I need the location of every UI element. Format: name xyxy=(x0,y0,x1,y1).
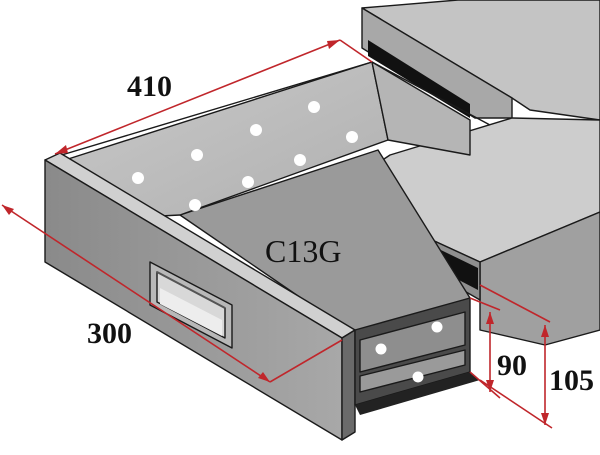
ext-line xyxy=(269,339,343,383)
hole xyxy=(308,101,320,113)
arrow-head xyxy=(258,372,270,382)
arrow-head xyxy=(2,205,14,215)
hole xyxy=(132,172,144,184)
dimension-lines xyxy=(1,39,553,429)
rail-hole xyxy=(431,321,443,333)
arrow-head xyxy=(541,325,549,337)
dim-line-width xyxy=(1,204,271,383)
width-label: 300 xyxy=(87,317,132,350)
housing-opening-upper xyxy=(368,40,470,118)
depth-label: 410 xyxy=(127,70,172,103)
rail-hole xyxy=(412,371,424,383)
hole xyxy=(189,199,201,211)
arrow-head xyxy=(486,312,494,324)
inner-height-label: 90 xyxy=(497,349,527,382)
drawer xyxy=(44,61,491,441)
recessed-pull-handle-icon[interactable] xyxy=(149,261,233,349)
ext-line xyxy=(339,39,373,63)
arrow-head xyxy=(541,413,549,425)
hole xyxy=(250,124,262,136)
perforations xyxy=(132,101,358,211)
ext-line xyxy=(479,379,553,429)
hole xyxy=(346,131,358,143)
housing-lower-front xyxy=(479,211,600,346)
ext-line xyxy=(479,284,551,323)
hole xyxy=(294,154,306,166)
arrow-head xyxy=(327,40,340,49)
telescopic-rail-icon xyxy=(354,297,480,415)
hole xyxy=(191,149,203,161)
ext-line xyxy=(469,371,501,399)
outer-height-label: 105 xyxy=(549,364,594,397)
housing-left-face xyxy=(361,7,513,119)
arrow-head xyxy=(55,145,68,154)
rail-hole xyxy=(375,343,387,355)
model-label: C13G xyxy=(265,233,341,269)
drawer-right-wall xyxy=(371,61,471,156)
hole xyxy=(242,176,254,188)
ext-line xyxy=(469,297,501,311)
dim-line-depth xyxy=(54,39,341,155)
drawer-front-edge xyxy=(341,329,356,441)
